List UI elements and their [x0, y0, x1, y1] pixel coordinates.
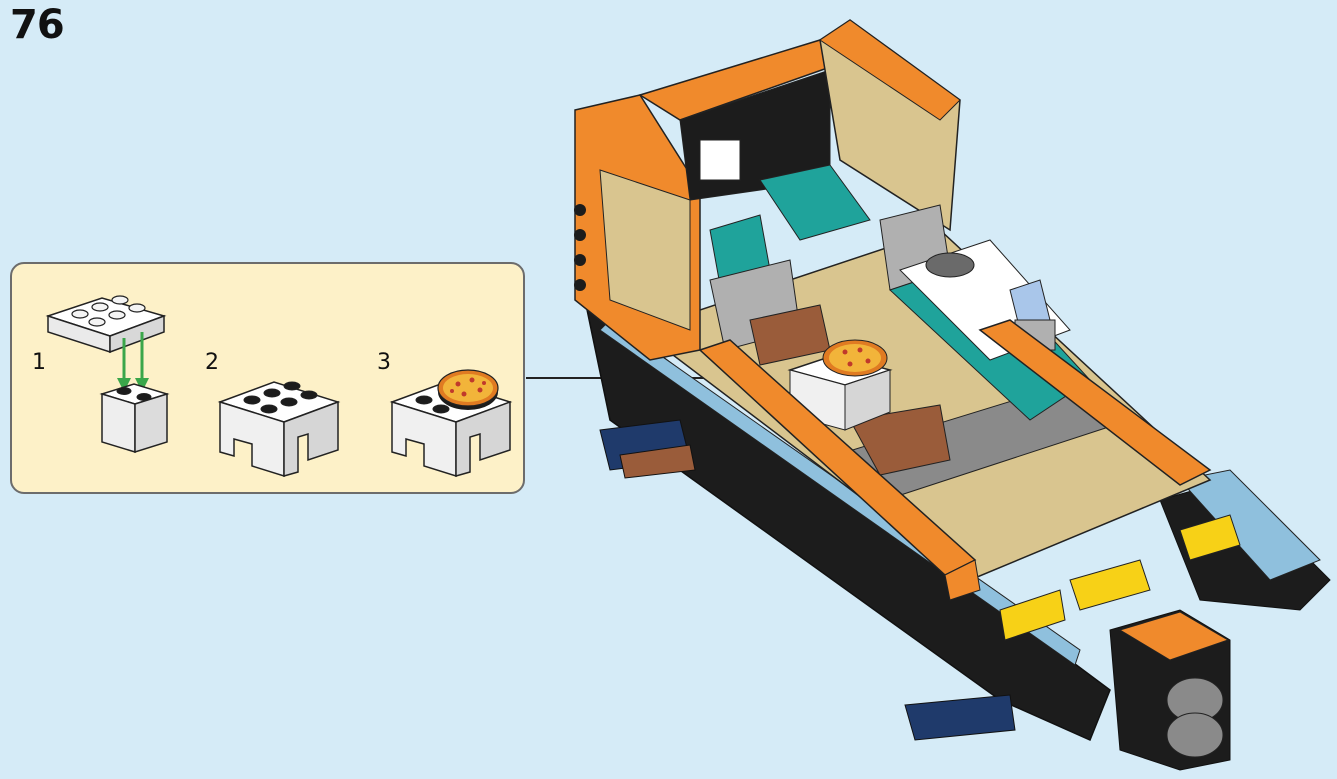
substep-2-assembly	[217, 381, 341, 478]
left-wall	[574, 94, 701, 361]
substep-3-assembly	[389, 369, 513, 478]
rear-section	[999, 469, 1331, 771]
substep-1-plate	[45, 295, 167, 354]
callout-pointer-arrow-icon	[526, 368, 781, 388]
sub-assembly-callout: 1 2 3	[10, 262, 525, 494]
back-wall	[638, 39, 852, 201]
green-down-arrow-icon	[117, 332, 149, 392]
substep-1-brick	[99, 383, 170, 454]
substep-1-label: 1	[32, 350, 46, 375]
pizza-tile-icon	[437, 369, 499, 410]
kitchen-interior	[709, 164, 1091, 476]
substep-2-label: 2	[205, 350, 219, 375]
callout-drawing	[45, 295, 513, 478]
pizza-icon-main	[822, 339, 888, 377]
floor-base	[638, 229, 1212, 581]
right-wall	[819, 19, 961, 232]
step-number: 76	[10, 2, 65, 48]
substep-3-label: 3	[377, 350, 391, 375]
hull-underside	[583, 298, 1111, 742]
front-rail	[698, 319, 1212, 601]
pizza-stand	[787, 339, 893, 431]
